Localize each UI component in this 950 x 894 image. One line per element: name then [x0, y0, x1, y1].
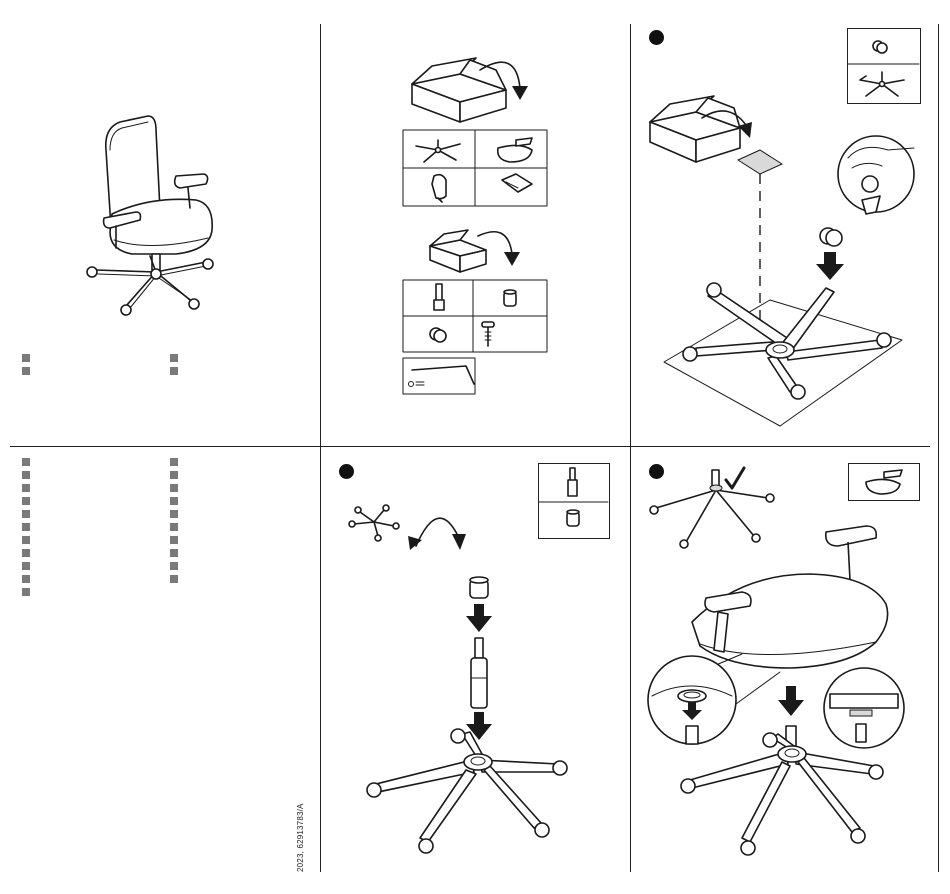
- caster-detail-magnifier: [838, 136, 914, 214]
- gas-lift-icon: [434, 284, 444, 310]
- legend-square: [170, 484, 178, 492]
- legend-square: [170, 354, 178, 362]
- seat-icon: [498, 138, 532, 162]
- legend-square: [22, 588, 30, 596]
- legend-panel: [0, 446, 320, 894]
- legend-square: [170, 536, 178, 544]
- legend-square: [22, 367, 30, 375]
- legend-square: [170, 510, 178, 518]
- legend-square: [170, 562, 178, 570]
- seat-detail-magnifier-left: [648, 656, 736, 744]
- legend-square: [170, 471, 178, 479]
- caster-icon: [873, 41, 887, 53]
- document-code: 2023, 62913783/A: [296, 803, 305, 872]
- gas-lift-icon: [568, 468, 577, 496]
- open-box-icon: [412, 58, 506, 122]
- divider-vertical-right: [938, 24, 939, 872]
- overview-panel: [0, 0, 320, 446]
- legend-square: [22, 484, 30, 492]
- legend-square: [22, 549, 30, 557]
- legend-square: [170, 549, 178, 557]
- legend-square: [170, 458, 178, 466]
- legend-squares-col2: [170, 458, 178, 588]
- legend-square: [22, 471, 30, 479]
- check-mark-icon: [726, 468, 744, 488]
- seat-detail-magnifier-right: [824, 668, 904, 748]
- armrest-pads-icon: [502, 174, 532, 192]
- star-base-icon: [860, 72, 904, 96]
- star-base-icon: [349, 505, 399, 541]
- star-base-icon: [416, 140, 460, 162]
- cover-cap-icon: [567, 510, 579, 526]
- legend-square: [22, 523, 30, 531]
- cover-cap-icon: [504, 290, 516, 306]
- legend-squares-col1-top: [22, 354, 30, 380]
- legend-square: [22, 536, 30, 544]
- step-1-panel: [630, 0, 938, 446]
- legend-square: [22, 575, 30, 583]
- legend-square: [170, 523, 178, 531]
- legend-squares-col2-top: [170, 354, 178, 380]
- caster-icon: [430, 328, 446, 342]
- down-arrow-icon: [816, 252, 844, 280]
- legend-square: [22, 510, 30, 518]
- seat-icon: [866, 470, 902, 494]
- legend-square: [22, 458, 30, 466]
- seat-icon: [692, 526, 888, 668]
- bolt-icon: [482, 322, 494, 346]
- legend-square: [170, 367, 178, 375]
- legend-square: [22, 562, 30, 570]
- hex-key-icon: [409, 366, 475, 387]
- backrest-icon: [432, 175, 446, 202]
- curved-flip-arrow-icon: [408, 518, 466, 550]
- step-2-panel: [320, 446, 630, 894]
- down-arrow-icon: [466, 604, 492, 632]
- legend-square: [170, 575, 178, 583]
- unboxing-panel: [320, 0, 630, 446]
- open-box-icon: [650, 96, 740, 162]
- star-base-icon: [376, 732, 558, 842]
- step-3-panel: [630, 446, 938, 894]
- office-chair-illustration: [0, 0, 320, 446]
- legend-square: [170, 497, 178, 505]
- cover-cap-icon: [470, 577, 488, 598]
- legend-square: [22, 354, 30, 362]
- star-base-icon: [696, 288, 882, 392]
- down-arrow-icon: [778, 686, 804, 716]
- gas-lift-icon: [471, 638, 487, 708]
- legend-square: [22, 497, 30, 505]
- legend-squares-col1: [22, 458, 30, 601]
- caster-icon: [820, 228, 842, 246]
- star-base-icon: [650, 470, 774, 548]
